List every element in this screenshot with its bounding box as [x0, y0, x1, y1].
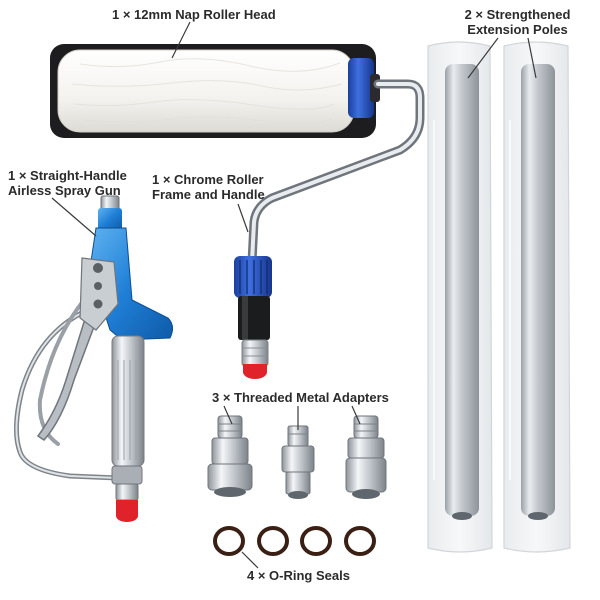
o-ring-1	[213, 526, 245, 556]
o-ring-seals	[213, 526, 376, 556]
extension-poles	[427, 41, 571, 553]
label-roller-frame: 1 × Chrome Roller Frame and Handle	[152, 172, 265, 202]
roller-frame	[234, 79, 425, 379]
label-extension-poles: 2 × Strengthened Extension Poles	[450, 7, 585, 37]
adapter-3	[345, 415, 387, 499]
label-gun-line2: Airless Spray Gun	[8, 183, 121, 198]
adapter-2	[281, 425, 315, 499]
label-adapters: 3 × Threaded Metal Adapters	[212, 390, 389, 405]
label-poles-line2: Extension Poles	[467, 22, 568, 37]
label-frame-line1: 1 × Chrome Roller	[152, 172, 264, 187]
label-o-rings: 4 × O-Ring Seals	[247, 568, 350, 583]
adapter-1	[207, 415, 253, 497]
threaded-adapters	[207, 415, 387, 499]
label-gun-line1: 1 × Straight-Handle	[8, 168, 127, 183]
o-ring-2	[257, 526, 289, 556]
o-ring-4	[344, 526, 376, 556]
label-poles-line1: 2 × Strengthened	[464, 7, 571, 22]
roller-head	[50, 44, 380, 138]
label-roller-head: 1 × 12mm Nap Roller Head	[112, 7, 276, 22]
o-ring-3	[300, 526, 332, 556]
label-spray-gun: 1 × Straight-Handle Airless Spray Gun	[8, 168, 127, 198]
callout-lines	[51, 21, 537, 569]
airless-spray-gun	[14, 195, 174, 522]
label-frame-line2: Frame and Handle	[152, 187, 265, 202]
